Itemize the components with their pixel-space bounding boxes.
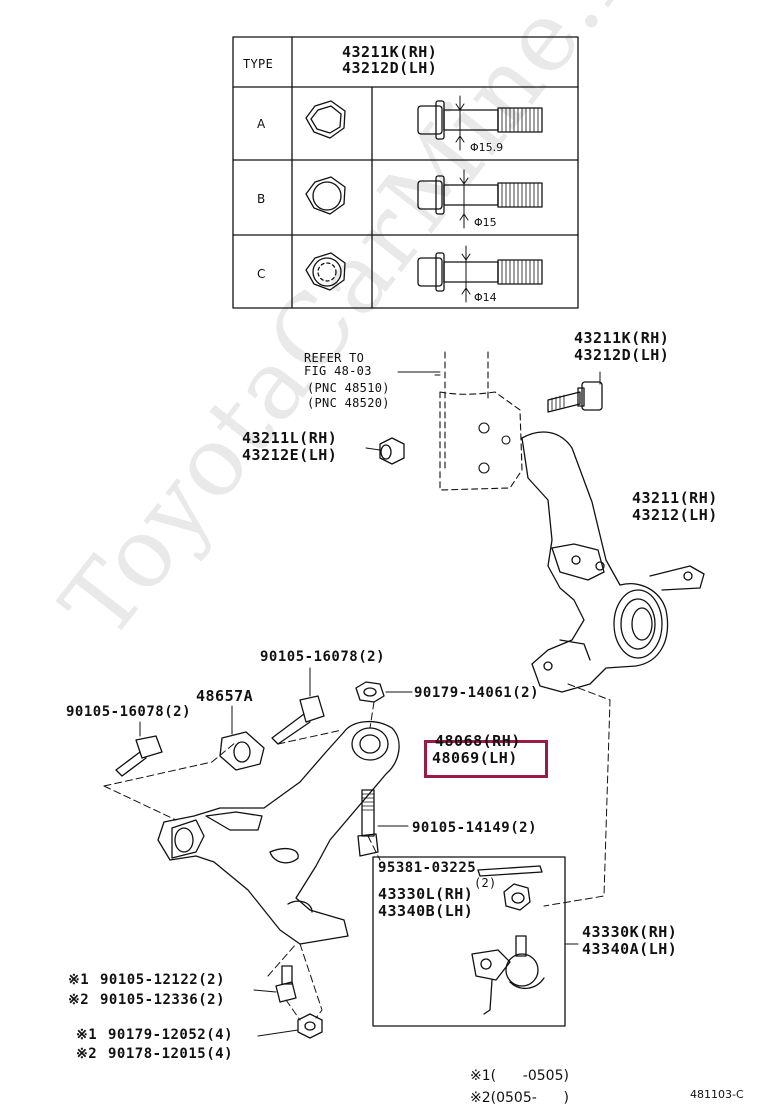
arm-bolt-upper	[271, 667, 325, 745]
table-row-diameter: Φ14	[474, 291, 497, 304]
part-label-arm-lh[interactable]: 48069(LH)	[432, 749, 518, 767]
part-label-bolt-16078-upper[interactable]: 90105-16078(2)	[260, 649, 386, 665]
footnote-mark-1: ※1	[76, 1027, 98, 1043]
table-row-type: A	[257, 117, 266, 131]
footnote-mark-1: ※1	[68, 972, 90, 988]
table-row-type: B	[257, 192, 266, 206]
bolt-type-a-drawing	[305, 95, 543, 151]
part-label-bolt-rh[interactable]: 43211K(RH)	[574, 329, 670, 347]
refer-pnc-1: (PNC 48510)	[307, 381, 390, 395]
small-nut-drawing	[257, 1013, 323, 1039]
refer-line-1: REFER TO	[304, 351, 365, 365]
part-label-arm-rh[interactable]: 48068(RH)	[435, 732, 521, 750]
footnote-mark-2: ※2	[68, 992, 90, 1008]
table-row-diameter: Φ15	[474, 216, 497, 229]
part-label-bolt-16078-left[interactable]: 90105-16078(2)	[66, 704, 192, 720]
refer-pnc-2: (PNC 48520)	[307, 396, 390, 410]
part-label-joint-rh[interactable]: 43330K(RH)	[582, 923, 678, 941]
part-label-knuckle-rh[interactable]: 43211(RH)	[632, 489, 718, 507]
table-type-header: TYPE	[243, 57, 274, 71]
assembly-dashed-lines	[103, 683, 611, 1021]
part-label-bolt-12122[interactable]: 90105-12122(2)	[100, 972, 226, 988]
steering-knuckle-drawing	[521, 431, 705, 693]
part-label-nut-lh[interactable]: 43212E(LH)	[242, 446, 338, 464]
table-part-rh[interactable]: 43211K(RH)	[342, 43, 438, 61]
bolt-type-c-drawing	[305, 245, 543, 303]
part-label-cotter-pin[interactable]: 95381-03225	[378, 860, 477, 876]
knuckle-nut	[365, 437, 405, 465]
small-bolt-drawing	[253, 965, 297, 1003]
joint-bolt-drawing	[357, 789, 409, 857]
part-label-nut-12015[interactable]: 90178-12015(4)	[108, 1046, 234, 1062]
strut-outline	[397, 351, 523, 491]
part-label-joint-inner-lh[interactable]: 43340B(LH)	[378, 902, 474, 920]
table-part-lh[interactable]: 43212D(LH)	[342, 59, 438, 77]
selected-part-highlight	[424, 740, 548, 778]
table-row-diameter: Φ15.9	[470, 141, 504, 154]
part-label-bolt-14149[interactable]: 90105-14149(2)	[412, 820, 538, 836]
part-label-joint-lh[interactable]: 43340A(LH)	[582, 940, 678, 958]
footnote-mark-2: ※2	[76, 1046, 98, 1062]
refer-link[interactable]: FIG 48-03	[304, 364, 372, 378]
footnote-2: ※2(0505- )	[470, 1090, 569, 1106]
figure-code: 481103-C	[690, 1088, 744, 1101]
bushing-drawing	[219, 705, 265, 771]
part-label-bushing[interactable]: 48657A	[196, 687, 254, 705]
arm-bolt-lower-left	[115, 721, 163, 777]
part-label-bolt-12336[interactable]: 90105-12336(2)	[100, 992, 226, 1008]
part-label-knuckle-lh[interactable]: 43212(LH)	[632, 506, 718, 524]
part-label-nut-14061[interactable]: 90179-14061(2)	[414, 685, 540, 701]
part-label-cotter-pin-qty: (2)	[474, 876, 497, 890]
ball-joint-box	[372, 856, 579, 1027]
footnote-1: ※1( -0505)	[470, 1068, 569, 1084]
part-label-nut-12052[interactable]: 90179-12052(4)	[108, 1027, 234, 1043]
part-label-nut-rh[interactable]: 43211L(RH)	[242, 429, 338, 447]
knuckle-bolt	[547, 371, 603, 413]
bolt-type-b-drawing	[305, 169, 543, 229]
part-label-joint-inner-rh[interactable]: 43330L(RH)	[378, 885, 474, 903]
table-row-type: C	[257, 267, 266, 281]
arm-nut	[355, 681, 413, 703]
part-label-bolt-lh[interactable]: 43212D(LH)	[574, 346, 670, 364]
lower-arm-drawing	[157, 721, 400, 945]
type-table-grid	[232, 36, 579, 309]
